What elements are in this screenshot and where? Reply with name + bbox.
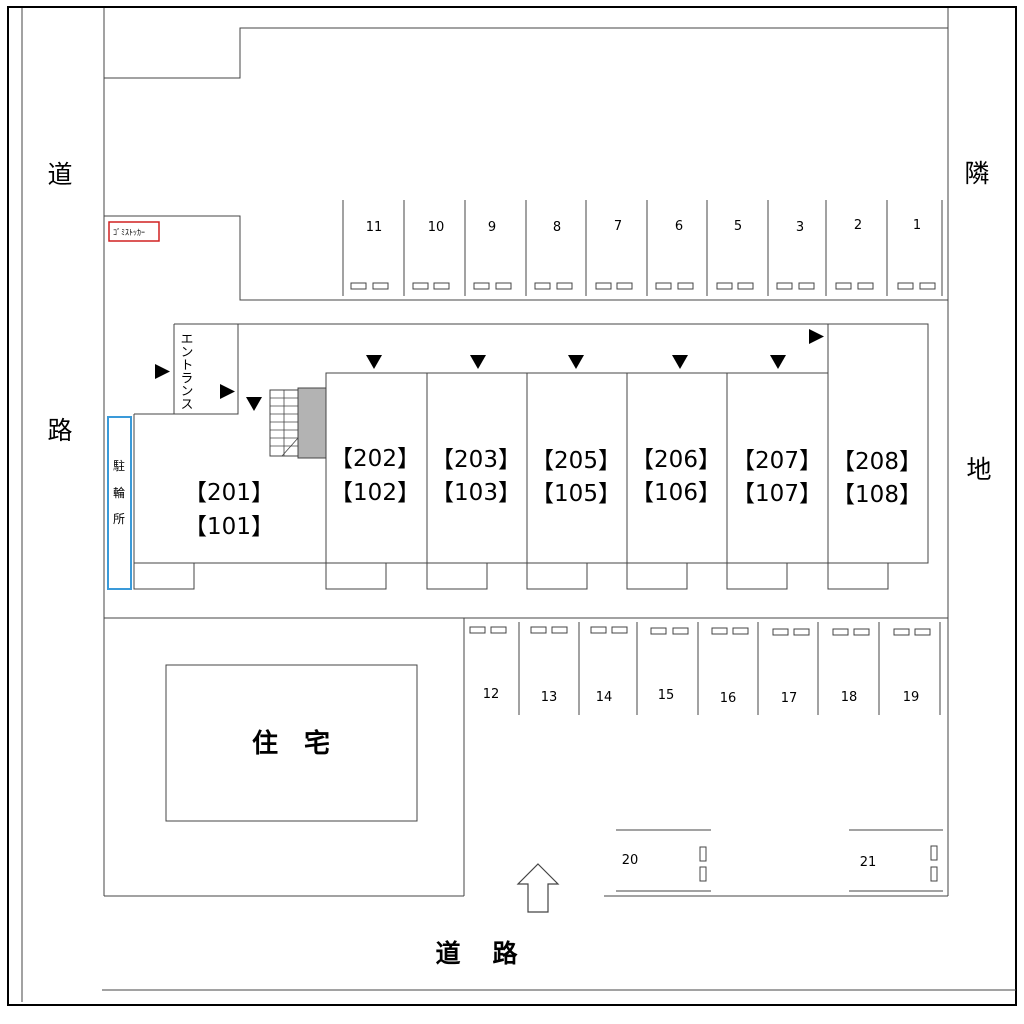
parking-space-number: 19: [903, 690, 920, 705]
balcony: [325, 562, 387, 590]
parking-space-number: 15: [658, 688, 675, 703]
parking-space-number: 2: [854, 218, 862, 233]
arrow-down-icon: [246, 397, 262, 411]
parking-space-number: 5: [734, 219, 742, 234]
stair-landing: [297, 387, 327, 459]
entrance-label: エントランス: [178, 332, 193, 410]
road-bottom-char-1: 道: [435, 939, 460, 968]
wheel-stops-top: [350, 282, 936, 290]
entry-arrow: [516, 863, 560, 913]
top-parking-base: [104, 215, 948, 301]
house: [165, 664, 418, 822]
parking-space-number: 14: [596, 690, 613, 705]
house-label: 住 宅: [252, 728, 330, 759]
parking-space-number: 21: [860, 855, 877, 870]
parking-space-number: 7: [614, 219, 622, 234]
road-bottom-char-2: 路: [492, 939, 518, 968]
bicycle-label-3: 所: [113, 512, 125, 526]
bicycle-label-1: 駐: [113, 458, 125, 473]
road-left-char-2: 路: [47, 416, 72, 445]
unit-lower-101: 【101】: [184, 514, 274, 540]
parking-space-number: 6: [675, 219, 683, 234]
neighbor-char-2: 地: [966, 455, 991, 484]
parking-space-number: 1: [913, 218, 921, 233]
arrow-down-icon: [672, 355, 688, 369]
unit-lower-108: 【108】: [832, 482, 922, 508]
unit-upper-202: 【202】: [330, 446, 420, 472]
unit-lower-102: 【102】: [330, 480, 420, 506]
arrow-right-icon: [809, 329, 824, 344]
balcony: [426, 562, 488, 590]
unit-upper-205: 【205】: [531, 448, 621, 474]
parking-space-number: 3: [796, 220, 804, 235]
parking-space-number: 20: [622, 853, 639, 868]
arrow-down-icon: [770, 355, 786, 369]
balcony: [526, 562, 588, 590]
arrow-down-icon: [366, 355, 382, 369]
neighbor-char-1: 隣: [964, 159, 989, 188]
unit-upper-203: 【203】: [431, 447, 521, 473]
balcony: [626, 562, 688, 590]
outer-frame: [7, 6, 1017, 1006]
arrow-down-icon: [470, 355, 486, 369]
unit-lower-105: 【105】: [531, 481, 621, 507]
balcony: [827, 562, 889, 590]
arrow-down-icon: [568, 355, 584, 369]
unit-row-top: [325, 372, 828, 563]
parking-space-number: 11: [366, 220, 383, 235]
wheel-stops-bottom: [469, 626, 938, 882]
parking-space-number: 9: [488, 220, 496, 235]
unit-upper-207: 【207】: [732, 448, 822, 474]
entrance-markers: [155, 329, 824, 411]
road-left-char-1: 道: [47, 160, 72, 189]
unit-upper-206: 【206】: [631, 447, 721, 473]
parking-space-number: 10: [428, 220, 445, 235]
arrow-right-icon: [155, 364, 170, 379]
parking-space-number: 17: [781, 691, 798, 706]
parking-space-number: 8: [553, 220, 561, 235]
parking-space-number: 16: [720, 691, 737, 706]
garbage-stocker-box: [108, 221, 160, 242]
parking-space-number: 18: [841, 690, 858, 705]
balcony: [726, 562, 788, 590]
bicycle-label-2: 輪: [113, 485, 125, 500]
top-boundary: [104, 27, 948, 79]
unit-upper-208: 【208】: [832, 449, 922, 475]
unit-upper-201: 【201】: [184, 480, 274, 506]
parking-space-number: 13: [541, 690, 558, 705]
unit-lower-106: 【106】: [631, 480, 721, 506]
unit-lower-107: 【107】: [732, 481, 822, 507]
parking-space-number: 12: [483, 687, 500, 702]
balcony: [133, 562, 195, 590]
garbage-stocker-label: ｺﾞﾐｽﾄｯｶｰ: [113, 228, 145, 237]
bicycle-parking: [107, 416, 132, 590]
unit-lower-103: 【103】: [431, 480, 521, 506]
arrow-right-icon: [220, 384, 235, 399]
